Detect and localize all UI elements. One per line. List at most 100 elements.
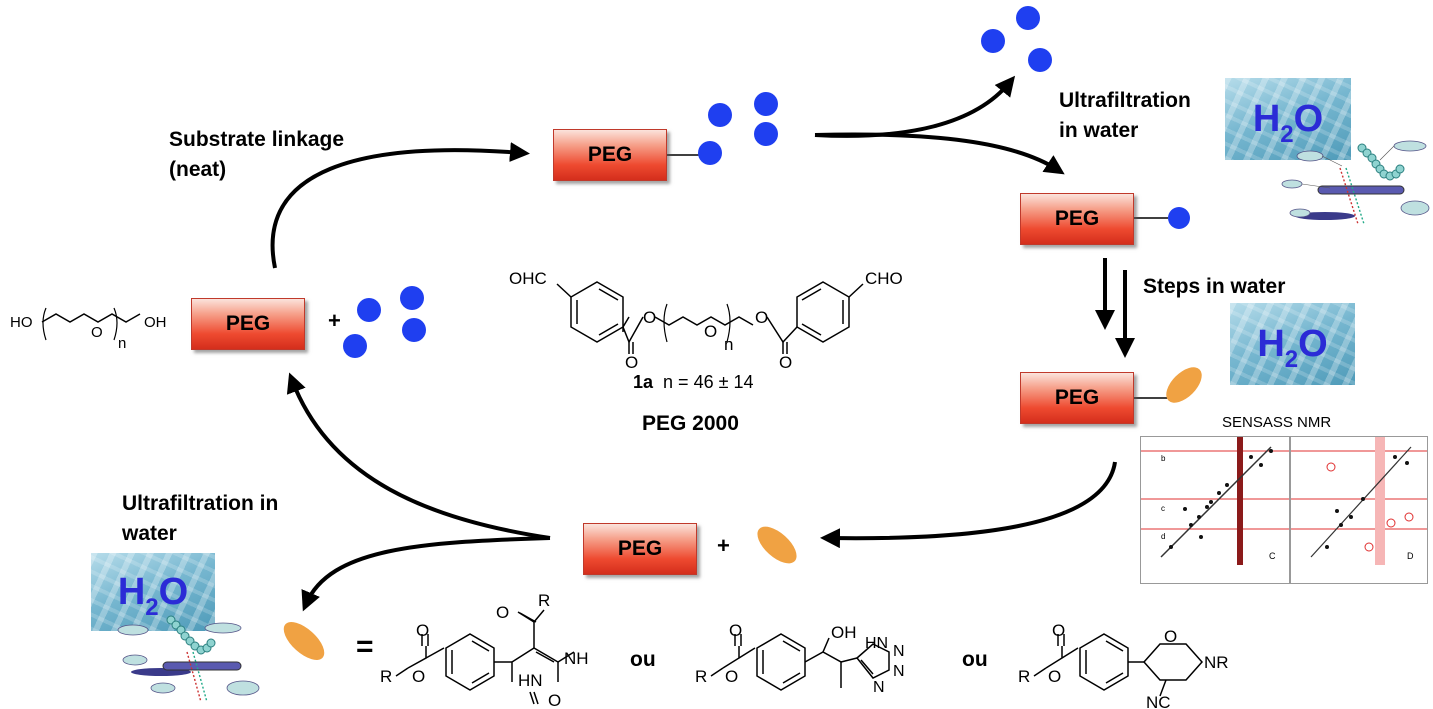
ester-o-left: O (643, 308, 656, 327)
nmr-spectrum-d: D (1290, 436, 1428, 584)
ester-o-right: O (755, 308, 768, 327)
orange-product (1166, 367, 1202, 403)
p2-hn: HN (865, 635, 888, 652)
p3-nr: NR (1204, 653, 1229, 672)
p2-r-ester: R (695, 667, 707, 686)
compound-formula: n = 46 ± 14 (663, 372, 754, 392)
ultrafiltration-bottom-line1: Ultrafiltration in (122, 492, 279, 515)
ultrafiltration-bottom-label: Ultrafiltration in water (122, 489, 278, 549)
arrow-return (286, 372, 551, 540)
product-1-structure: R O O R O NH HN O (380, 591, 589, 709)
p2-o-ester: O (725, 667, 738, 686)
p1-o-carbonyl: O (416, 621, 429, 640)
blue-dot (708, 103, 732, 127)
arrow-cleavage (820, 461, 1117, 549)
blue-dot (357, 298, 381, 322)
p2-n3: N (873, 679, 885, 696)
p3-r-ester: R (1018, 667, 1030, 686)
p1-r-top: R (538, 591, 550, 610)
peg-label: PEG (225, 312, 271, 335)
ultrafiltration-bottom-line2: water (122, 522, 177, 545)
p1-nh: NH (564, 649, 589, 668)
blue-dot (754, 92, 778, 116)
orange-product (757, 526, 797, 564)
p2-n1: N (893, 643, 905, 660)
peg-diol-structure: HO O n OH (10, 307, 167, 352)
nmr-corner-c: C (1269, 551, 1276, 561)
nmr-spectrum-c: b c d C (1140, 436, 1290, 584)
ou-label-2: ou (962, 648, 988, 671)
peg-box-top: PEG (553, 129, 667, 181)
p2-n2: N (893, 663, 905, 680)
peg-box-right: PEG (1020, 193, 1134, 245)
p3-nc: NC (1146, 693, 1171, 709)
arrow-split-down (814, 132, 1065, 175)
ultrafiltration-top-line1: Ultrafiltration (1059, 89, 1191, 112)
blue-dot (754, 122, 778, 146)
p1-hn: HN (518, 671, 543, 690)
blue-dot (343, 334, 367, 358)
compound-1a-caption: 1a n = 46 ± 14 (633, 372, 754, 393)
orange-product (283, 622, 325, 660)
p2-o-carbonyl: O (729, 621, 742, 640)
h2o-label: H2O (1257, 322, 1328, 373)
p1-o-ketone: O (496, 603, 509, 622)
nmr-row-d: d (1161, 532, 1165, 541)
blue-dot (1028, 48, 1052, 72)
h2o-label: H2O (117, 570, 189, 621)
ultrafiltration-top-label: Ultrafiltration in water (1059, 86, 1191, 146)
nmr-row-c: c (1161, 504, 1165, 513)
p3-o-ring: O (1164, 627, 1177, 646)
diol-ho: HO (10, 314, 33, 331)
p2-oh: OH (831, 623, 857, 642)
blue-dot (698, 141, 722, 165)
ultrafiltration-top-line2: in water (1059, 119, 1139, 142)
blue-dot (1168, 207, 1190, 229)
blue-dot (400, 286, 424, 310)
diol-n: n (118, 335, 126, 352)
ether-o: O (704, 322, 717, 341)
diol-o: O (91, 324, 103, 341)
carbonyl-o-right: O (779, 353, 792, 372)
h2o-label: H2O (1252, 97, 1324, 148)
peg-box-left: PEG (191, 298, 305, 350)
substrate-linkage-label: Substrate linkage (neat) (169, 125, 344, 185)
peg-label: PEG (617, 537, 663, 560)
nmr-row-b: b (1161, 454, 1166, 463)
nmr-title: SENSASS NMR (1222, 414, 1332, 431)
repeat-n: n (724, 335, 733, 354)
p1-r-ester: R (380, 667, 392, 686)
diol-oh: OH (144, 314, 167, 331)
arrow-ultrafiltration-bottom (301, 536, 551, 612)
water-tile-bottom: H2O (91, 553, 215, 631)
peg-label: PEG (587, 143, 633, 166)
cho-right: CHO (865, 269, 903, 288)
blue-dot (402, 318, 426, 342)
plus-sign-bottom: + (717, 533, 730, 558)
substrate-linkage-line2: (neat) (169, 158, 227, 181)
p1-o-urea: O (548, 691, 561, 709)
carbonyl-o-left: O (625, 353, 638, 372)
membrane-diagram-top (1281, 140, 1430, 225)
peg-label: PEG (1054, 207, 1100, 230)
nmr-corner-d: D (1407, 551, 1414, 561)
p1-o-ester: O (412, 667, 425, 686)
product-3-structure: R O O O NR NC (1018, 621, 1229, 709)
peg-box-right-orange: PEG (1020, 372, 1134, 424)
membrane-diagram-bottom (117, 615, 260, 703)
steps-in-water-label: Steps in water (1143, 275, 1286, 298)
ou-label-1: ou (630, 648, 656, 671)
peg-box-bottom: PEG (583, 523, 697, 575)
arrow-substrate-linkage (270, 142, 530, 269)
product-2-structure: R O O OH HN N N N (695, 621, 905, 696)
substrate-linkage-line1: Substrate linkage (169, 128, 345, 151)
compound-1a-structure: OHC CHO O O O n O O (509, 269, 903, 372)
equals-sign: = (356, 630, 374, 663)
p3-o-carbonyl: O (1052, 621, 1065, 640)
plus-sign-left: + (328, 308, 341, 333)
blue-dot (981, 29, 1005, 53)
compound-id: 1a (633, 372, 654, 392)
p3-o-ester: O (1048, 667, 1061, 686)
